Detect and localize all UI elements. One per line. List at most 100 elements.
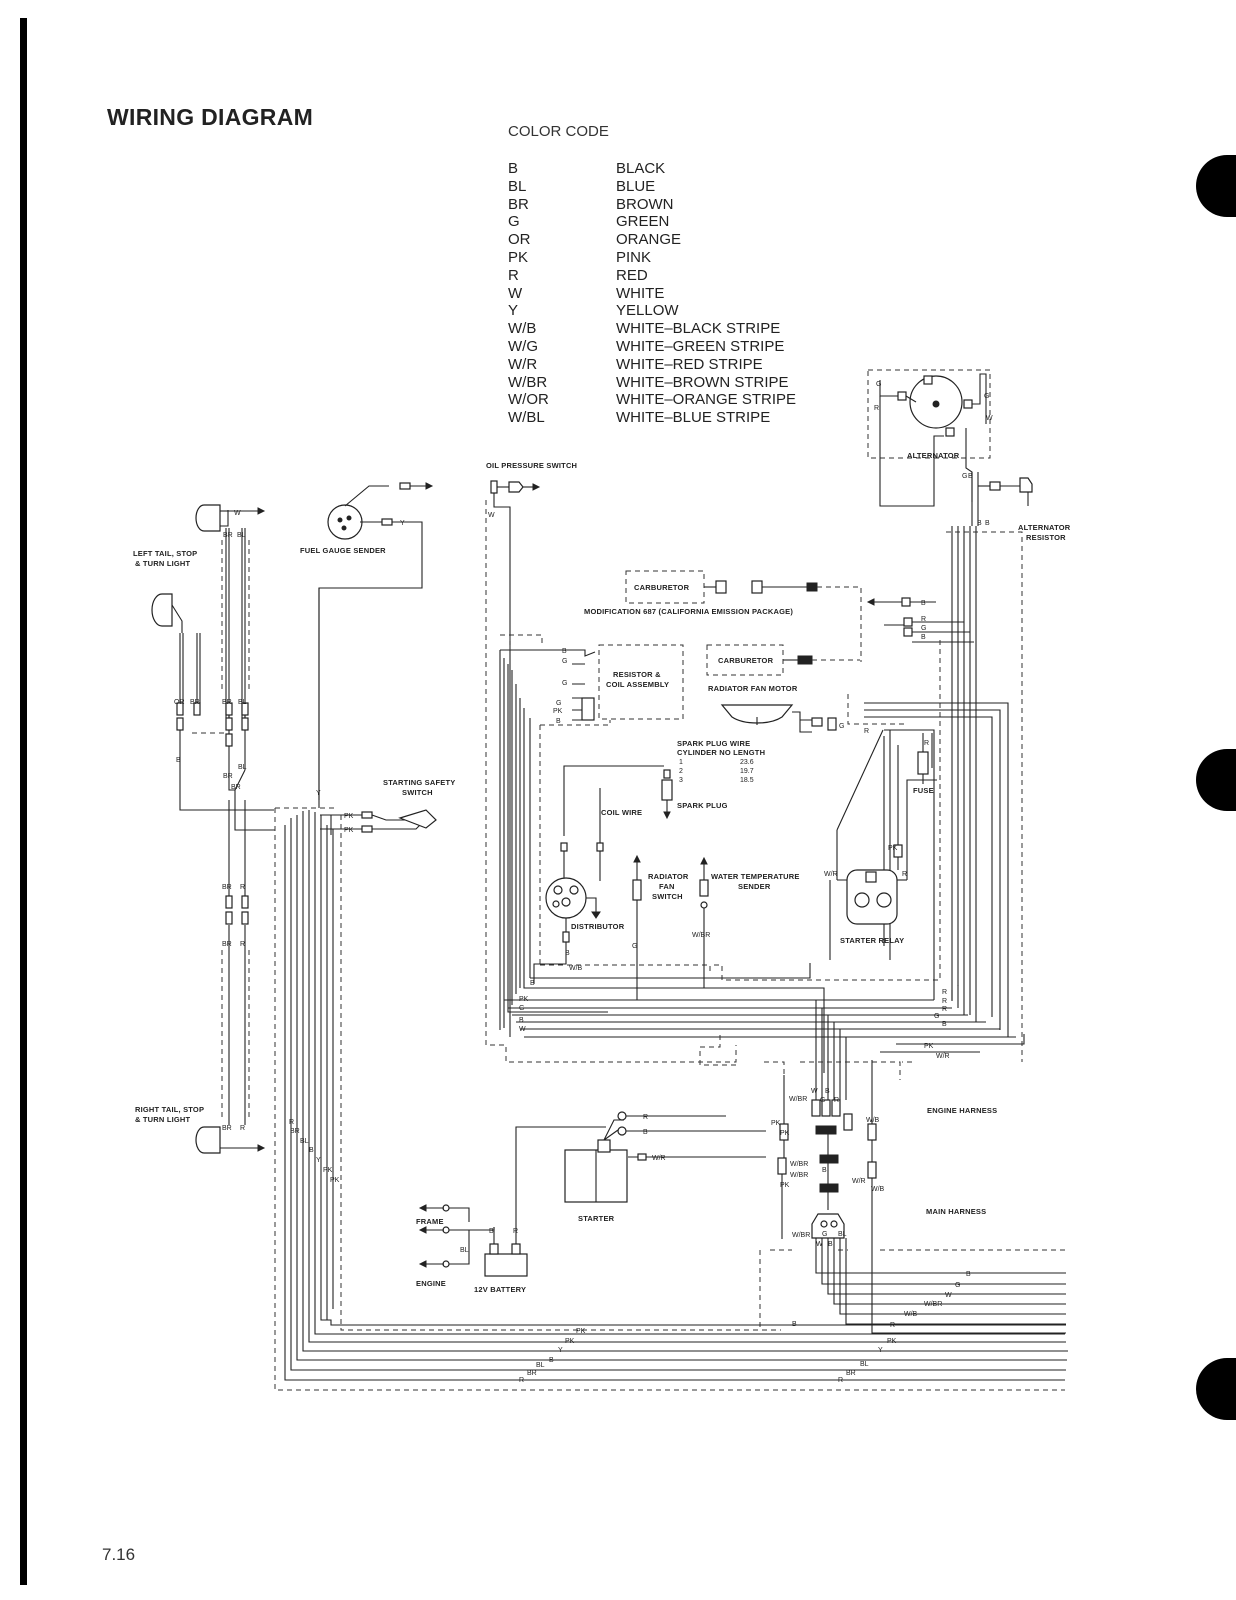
color-code-abbrev: W/B: [508, 320, 537, 338]
label-modification: MODIFICATION 687 (CALIFORNIA EMISSION PA…: [584, 607, 793, 616]
water-temperature-sender: [699, 856, 825, 1073]
wire-label: B: [985, 520, 990, 527]
resistor-coil-assembly: [572, 644, 684, 721]
wire-label: W: [519, 1026, 526, 1033]
label-radiator-fan-switch-2: FAN: [659, 882, 675, 891]
wire-label: PK: [344, 827, 354, 834]
color-code-abbrev: PK: [508, 248, 529, 266]
color-code-abbrev: W/R: [508, 355, 538, 373]
wire-label: PK: [553, 708, 563, 715]
color-code-row: W/G WHITE–GREEN STRIPE: [508, 338, 796, 356]
wire-label: BR: [222, 884, 232, 891]
wire-label: G: [876, 381, 881, 388]
wire-label: B: [942, 1021, 947, 1028]
color-code-name: WHITE: [616, 284, 665, 302]
ground-connections: [418, 1204, 495, 1268]
label-starter: STARTER: [578, 1214, 615, 1223]
wire-label: G: [955, 1282, 960, 1289]
wire-label: R: [838, 1377, 843, 1384]
wire-label: R: [519, 1377, 524, 1384]
wire-label: R: [513, 1228, 518, 1235]
wire-label: BR: [223, 532, 233, 539]
page-binding-bar: [20, 18, 27, 1585]
wire-label: PK: [519, 996, 529, 1003]
wire-label: W/BR: [924, 1301, 942, 1308]
label-carburetor-1: CARBURETOR: [634, 583, 690, 592]
color-code-abbrev: W/BR: [508, 373, 548, 391]
wire-label: BR: [846, 1370, 856, 1377]
color-code-name: WHITE–BLUE STRIPE: [616, 409, 771, 427]
wire-label: B: [309, 1147, 314, 1154]
wire-label: B: [556, 718, 561, 725]
wire-label: PK: [771, 1120, 781, 1127]
color-code-row: W/BL WHITE–BLUE STRIPE: [508, 409, 796, 427]
label-coil-wire: COIL WIRE: [601, 808, 642, 817]
page-number: 7.16: [102, 1545, 136, 1564]
wire-label: G: [934, 1013, 939, 1020]
wire-label: G: [562, 680, 567, 687]
label-engine-harness: ENGINE HARNESS: [927, 1106, 997, 1115]
label-starting-safety-1: STARTING SAFETY: [383, 778, 455, 787]
wire-label: W/B: [569, 965, 583, 972]
color-code-name: WHITE–GREEN STRIPE: [616, 337, 785, 355]
color-code-name: BLUE: [616, 177, 656, 195]
wire-label: BR: [222, 941, 232, 948]
wire-label: R: [834, 1097, 839, 1104]
color-code-abbrev: W/BL: [508, 409, 545, 427]
wire-label: W/R: [824, 871, 838, 878]
wire-label: B: [176, 757, 181, 764]
wire-label: OR: [174, 699, 185, 706]
wire-label: W/B: [904, 1311, 918, 1318]
spark-plug-len-1: 23.6: [740, 759, 754, 766]
wire-label: W/B: [871, 1186, 885, 1193]
label-resistor-coil-2: COIL ASSEMBLY: [606, 680, 669, 689]
label-alternator-resistor-1: ALTERNATOR: [1018, 523, 1071, 532]
wire-label: R: [942, 989, 947, 996]
wire-label: BR: [290, 1128, 300, 1135]
spark-plug-len-2: 19.7: [740, 768, 754, 775]
alternator-resistor: [978, 477, 1033, 506]
fuse: [917, 733, 933, 784]
starter-relay: [836, 729, 937, 925]
label-carburetor-2: CARBURETOR: [718, 656, 774, 665]
wire-label: R: [942, 1006, 947, 1013]
wire-label: BR: [222, 699, 232, 706]
wire-label: W/B: [866, 1117, 880, 1124]
radiator-fan-motor: [720, 704, 837, 733]
wire-label: BR: [223, 773, 233, 780]
color-code-heading: COLOR CODE: [508, 123, 609, 140]
wire-label: B: [825, 1088, 830, 1095]
wire-label: B: [921, 634, 926, 641]
wire-label: BL: [460, 1247, 469, 1254]
wire-label: W: [234, 510, 241, 517]
wire-label: W/BR: [789, 1096, 807, 1103]
label-oil-pressure-switch: OIL PRESSURE SWITCH: [486, 461, 577, 470]
color-code-abbrev: OR: [508, 231, 531, 249]
wire-label: PK: [887, 1338, 897, 1345]
wire-label: R: [289, 1119, 294, 1126]
wire-label: B: [921, 600, 926, 607]
label-water-temp-2: SENDER: [738, 882, 771, 891]
wire-label: R: [240, 1125, 245, 1132]
label-starter-relay: STARTER RELAY: [840, 936, 904, 945]
wire-label: Y: [878, 1347, 883, 1354]
label-fuel-gauge-sender: FUEL GAUGE SENDER: [300, 546, 386, 555]
wire-label: BR: [231, 784, 241, 791]
wire-label: BL: [536, 1362, 545, 1369]
wire-label: B: [643, 1129, 648, 1136]
color-code-abbrev: W/G: [508, 337, 538, 355]
label-resistor-coil-1: RESISTOR &: [613, 670, 661, 679]
wire-label: BL: [838, 1231, 847, 1238]
wire-label: R: [240, 941, 245, 948]
wire-label: W: [945, 1292, 952, 1299]
color-code-abbrev: Y: [508, 302, 519, 320]
carburetor-modification-687: [625, 570, 862, 662]
wire-label: G: [962, 473, 967, 480]
wire-label: B: [519, 1017, 524, 1024]
